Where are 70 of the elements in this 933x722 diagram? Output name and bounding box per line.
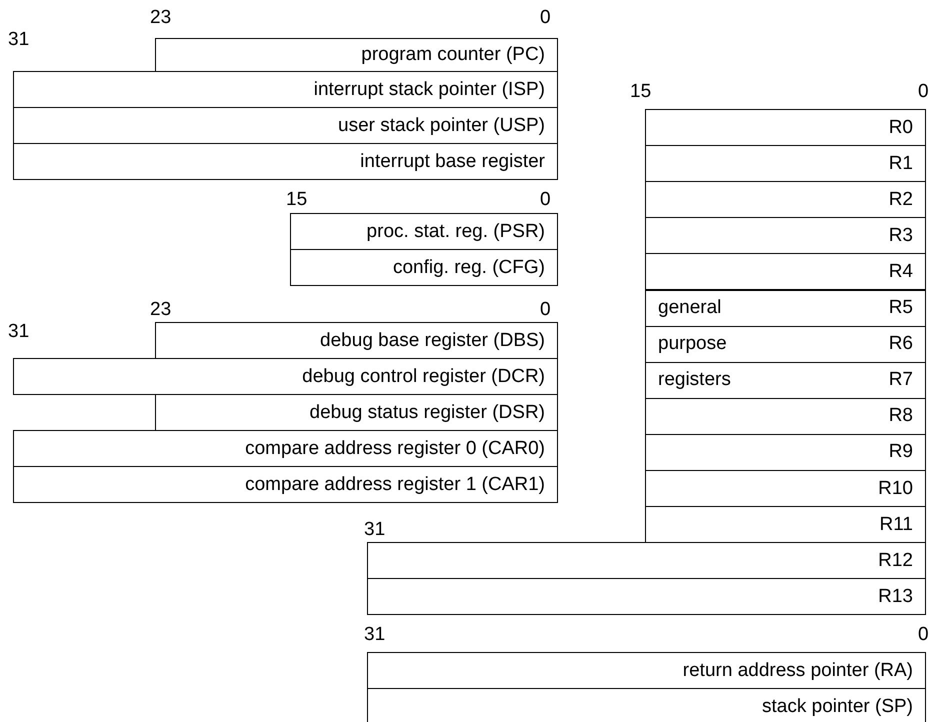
register-name: user stack pointer (USP) <box>338 114 545 136</box>
register-name: R13 <box>878 586 913 608</box>
register-box <box>645 290 926 327</box>
register-name: R10 <box>878 478 913 500</box>
register-box <box>645 506 926 544</box>
bit-number: 15 <box>630 82 652 102</box>
bit-number: 31 <box>364 625 386 645</box>
register-name: program counter (PC) <box>361 44 545 66</box>
bit-number: 23 <box>150 8 172 28</box>
group-label: purpose <box>658 333 727 356</box>
register-box <box>645 470 926 508</box>
register-name: R12 <box>878 550 913 572</box>
register-name: R6 <box>888 333 913 356</box>
register-box <box>645 181 926 218</box>
bit-number: 0 <box>540 8 551 28</box>
register-name: debug status register (DSR) <box>310 402 545 424</box>
register-box <box>645 109 926 146</box>
bit-number: 0 <box>540 300 551 320</box>
register-box <box>645 253 926 290</box>
register-name: R11 <box>880 514 913 536</box>
register-name: R9 <box>888 441 913 464</box>
register-name: config. reg. (CFG) <box>392 256 545 278</box>
register-box <box>367 542 926 579</box>
register-name: interrupt stack pointer (ISP) <box>314 78 545 100</box>
register-box <box>645 217 926 254</box>
register-name: return address pointer (RA) <box>682 660 913 682</box>
register-name: compare address register 0 (CAR0) <box>245 438 545 460</box>
register-box <box>367 578 926 615</box>
register-name: R0 <box>888 116 913 139</box>
register-name: stack pointer (SP) <box>762 696 913 718</box>
bit-number: 31 <box>8 30 30 50</box>
register-name: debug control register (DCR) <box>302 366 545 388</box>
register-box <box>367 652 926 689</box>
register-name: proc. stat. reg. (PSR) <box>366 220 545 242</box>
register-box <box>13 71 558 108</box>
register-box <box>290 249 558 286</box>
register-box <box>645 326 926 363</box>
register-box <box>13 143 558 180</box>
group-label: registers <box>658 369 731 392</box>
bit-number: 31 <box>8 322 30 342</box>
register-name: compare address register 1 (CAR1) <box>245 474 545 496</box>
register-box <box>645 362 926 399</box>
register-box <box>290 213 558 250</box>
register-box <box>13 430 558 467</box>
register-name: R3 <box>888 224 913 247</box>
register-name: R7 <box>888 369 913 392</box>
register-box <box>367 688 926 722</box>
bit-number: 15 <box>286 190 308 210</box>
bit-number: 0 <box>918 625 929 645</box>
group-label: general <box>658 297 722 320</box>
bit-number: 0 <box>918 82 929 102</box>
bit-number: 23 <box>150 300 172 320</box>
register-name: interrupt base register <box>360 150 545 172</box>
bit-number: 31 <box>364 520 386 540</box>
bit-number: 0 <box>540 190 551 210</box>
register-box <box>155 38 558 72</box>
register-name: R2 <box>888 188 913 211</box>
register-box <box>645 145 926 182</box>
register-name: R8 <box>888 405 913 428</box>
register-name: R1 <box>888 152 913 175</box>
register-box <box>13 107 558 144</box>
register-name: R4 <box>888 260 913 283</box>
register-name: debug base register (DBS) <box>320 330 545 352</box>
register-box <box>645 398 926 435</box>
register-box <box>645 434 926 471</box>
register-name: R5 <box>888 297 913 320</box>
register-box <box>13 358 558 395</box>
register-box <box>155 322 558 359</box>
register-box <box>155 394 558 431</box>
register-box <box>13 466 558 503</box>
